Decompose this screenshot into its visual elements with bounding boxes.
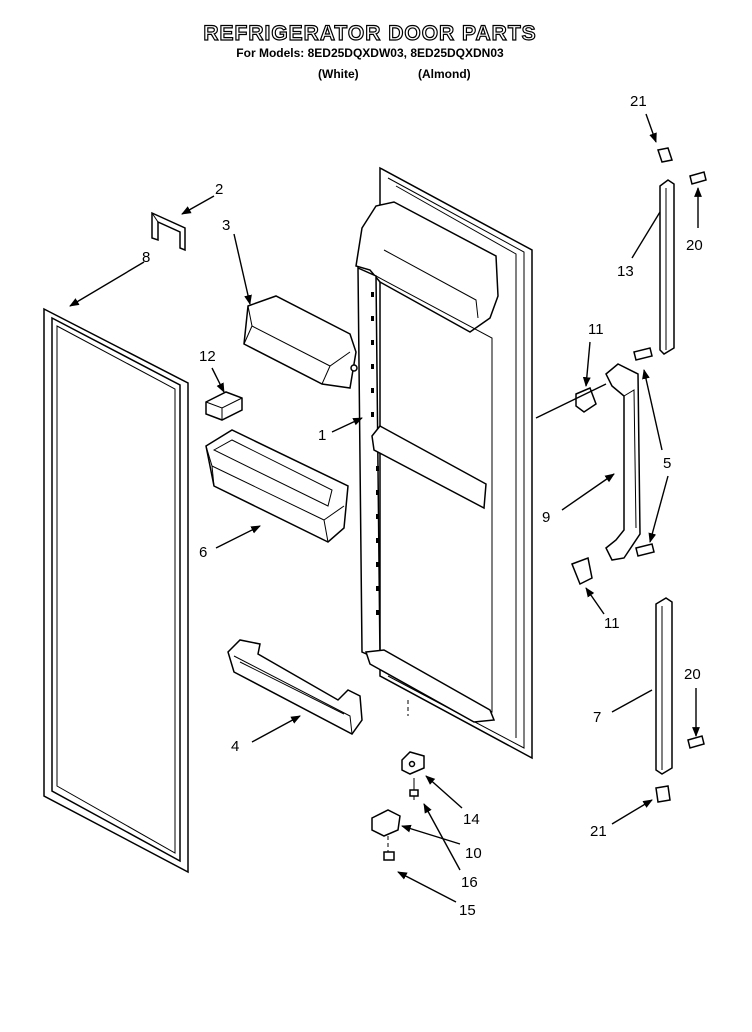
handle-part [571,347,655,586]
callout-20-top: 20 [686,237,703,254]
callout-16: 16 [461,874,478,891]
callout-21-top: 21 [630,93,647,110]
bottom-bin-part [227,639,363,735]
callout-11-top: 11 [588,321,604,338]
callout-5: 5 [663,455,671,472]
callout-2: 2 [215,181,223,198]
callout-4: 4 [231,738,239,755]
variant-almond: (Almond) [418,67,471,81]
callout-14: 14 [463,811,480,828]
callout-9: 9 [542,509,550,526]
callout-21-bottom: 21 [590,823,607,840]
callout-6: 6 [199,544,207,561]
callout-3: 3 [222,217,230,234]
door-assembly-part [355,166,533,760]
shelf-clip-part [205,391,243,421]
callout-13: 13 [617,263,634,280]
callout-12: 12 [199,348,216,365]
models-line: For Models: 8ED25DQXDW03, 8ED25DQXDN03 [236,46,504,60]
callout-15: 15 [459,902,476,919]
callout-20-bottom: 20 [684,666,701,683]
leader-lines [69,113,702,903]
dairy-bin-part [243,295,358,389]
callout-11-bottom: 11 [604,615,620,632]
callout-1: 1 [318,427,326,444]
callout-labels: 2 3 8 12 1 6 4 21 20 13 11 5 9 11 20 7 2… [142,93,703,919]
callout-7: 7 [593,709,601,726]
variant-white: (White) [318,67,359,81]
callout-10: 10 [465,845,482,862]
door-bin-part [205,429,349,543]
callout-8: 8 [142,249,150,266]
door-gasket-part [43,307,189,874]
upper-trim-part [657,147,707,355]
lower-trim-part [655,597,705,803]
retainer-clip-part [151,211,186,252]
diagram-title: REFRIGERATOR DOOR PARTS [203,21,537,45]
hinge-parts [371,700,425,861]
